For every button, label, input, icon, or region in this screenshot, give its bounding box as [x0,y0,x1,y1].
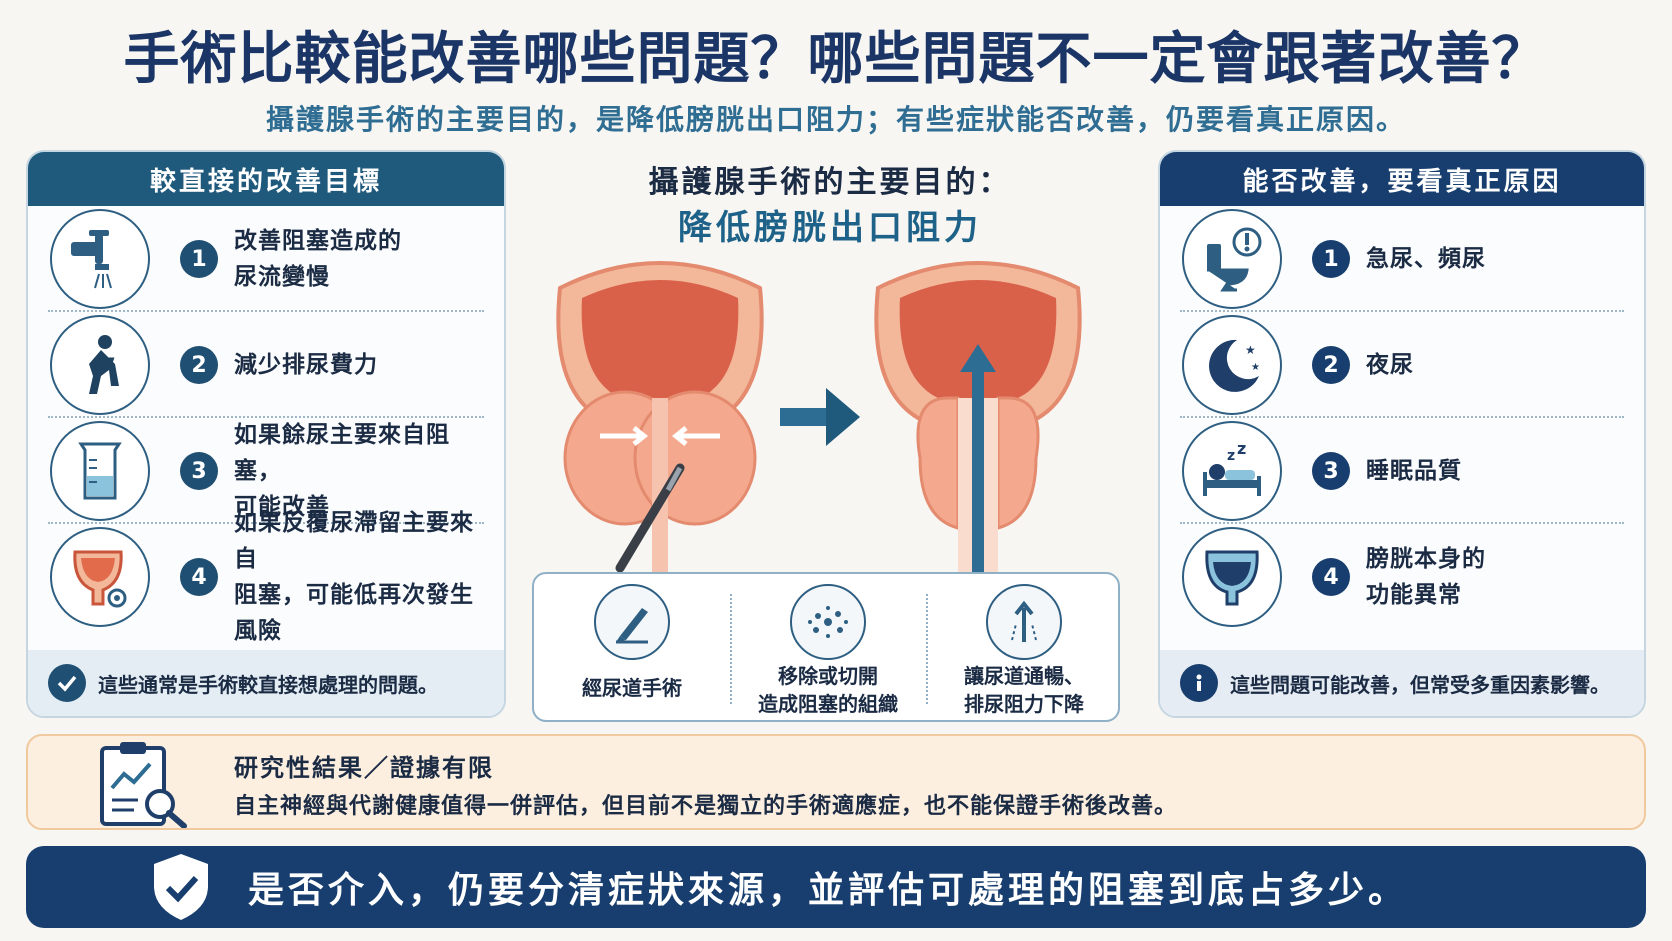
list-item: 4 如果反覆尿滯留主要來自 阻塞，可能低再次發生風險 [28,510,504,644]
list-item: 1 急尿、頻尿 [1160,206,1644,312]
list-item: z z 3 睡眠品質 [1160,418,1644,524]
page-title: 手術比較能改善哪些問題？哪些問題不一定會跟著改善？ [123,26,1549,92]
list-item: 2 減少排尿費力 [28,312,504,418]
number-badge: 1 [180,240,218,278]
beaker-icon [50,421,150,521]
left-panel-direct-goals: 較直接的改善目標 1 改善阻塞造成的 尿流變慢 2 減少排尿 [26,150,506,718]
number-badge: 4 [180,558,218,596]
tissue-dots-icon [790,584,866,660]
number-badge: 3 [1312,452,1350,490]
info-icon [1180,664,1218,702]
transition-arrow [780,388,860,446]
left-panel-heading: 較直接的改善目標 [28,152,504,206]
item-text: 改善阻塞造成的 尿流變慢 [234,228,402,290]
number-badge: 2 [180,346,218,384]
banner-text: 是否介入，仍要分清症狀來源，並評估可處理的阻塞到底占多少。 [248,870,1409,911]
sleep-icon: z z [1182,421,1282,521]
number-badge: 3 [180,452,218,490]
surgery-method-box: 經尿道手術 移除或切開 造成阻塞的組織 [532,572,1120,722]
method-item: 經尿道手術 [534,574,730,720]
footer-text: 這些通常是手術較直接想處理的問題。 [98,672,438,697]
method-text: 經尿道手術 [582,676,682,700]
method-text: 讓尿道通暢、 排尿阻力下降 [964,664,1084,716]
number-badge: 4 [1312,558,1350,596]
clipboard-chart-icon [94,740,194,829]
shield-check-icon [144,850,218,924]
item-text: 夜尿 [1366,352,1414,378]
svg-text:z: z [1227,448,1235,464]
svg-text:z: z [1237,439,1246,458]
bladder-icon [1182,527,1282,627]
right-panel-heading: 能否改善，要看真正原因 [1160,152,1644,206]
method-text: 移除或切開 造成阻塞的組織 [758,664,898,716]
moon-stars-icon: ★ ★ [1182,315,1282,415]
item-text: 膀胱本身的 功能異常 [1366,546,1486,608]
bladder-after-illustration [874,261,1082,578]
faucet-icon [50,209,150,309]
right-panel-depends-on-cause: 能否改善，要看真正原因 1 急尿、頻尿 ★ ★ 2 夜尿 [1158,150,1646,718]
straining-person-icon [50,315,150,415]
bottom-banner: 是否介入，仍要分清症狀來源，並評估可處理的阻塞到底占多少。 [26,846,1646,928]
prostate-anatomy-illustration [530,248,1130,578]
bladder-before-illustration [556,261,764,578]
research-text: 自主神經與代謝健康值得一併評估，但目前不是獨立的手術適應症，也不能保證手術後改善… [234,794,1178,819]
research-note-box: 研究性結果／證據有限 自主神經與代謝健康值得一併評估，但目前不是獨立的手術適應症… [26,734,1646,830]
research-title: 研究性結果／證據有限 [234,754,494,782]
scalpel-icon [594,584,670,660]
bladder-icon [50,527,150,627]
footer-text: 這些問題可能改善，但常受多重因素影響。 [1230,672,1610,697]
list-item: 3 如果餘尿主要來自阻塞， 可能改善 [28,418,504,524]
svg-text:★: ★ [1245,343,1256,357]
list-item: 1 改善阻塞造成的 尿流變慢 [28,206,504,312]
page-subtitle: 攝護腺手術的主要目的，是降低膀胱出口阻力；有些症狀能否改善，仍要看真正原因。 [265,103,1406,136]
check-icon [48,664,86,702]
toilet-alert-icon [1182,209,1282,309]
method-item: 讓尿道通暢、 排尿阻力下降 [926,574,1122,720]
item-text: 急尿、頻尿 [1366,246,1486,272]
svg-text:★: ★ [1251,362,1260,373]
item-text: 如果餘尿主要來自阻塞， 可能改善 [234,422,450,520]
item-text: 減少排尿費力 [234,352,378,378]
center-title-line2: 降低膀胱出口阻力 [678,208,982,248]
item-text: 如果反覆尿滯留主要來自 阻塞，可能低再次發生風險 [234,510,474,644]
list-item: 4 膀胱本身的 功能異常 [1160,524,1644,630]
flow-arrows-icon [986,584,1062,660]
number-badge: 2 [1312,346,1350,384]
list-item: ★ ★ 2 夜尿 [1160,312,1644,418]
item-text: 睡眠品質 [1366,458,1462,484]
right-panel-footer: 這些問題可能改善，但常受多重因素影響。 [1160,650,1644,716]
center-title-line1: 攝護腺手術的主要目的： [648,165,1012,200]
method-item: 移除或切開 造成阻塞的組織 [730,574,926,720]
number-badge: 1 [1312,240,1350,278]
left-panel-footer: 這些通常是手術較直接想處理的問題。 [28,650,504,716]
